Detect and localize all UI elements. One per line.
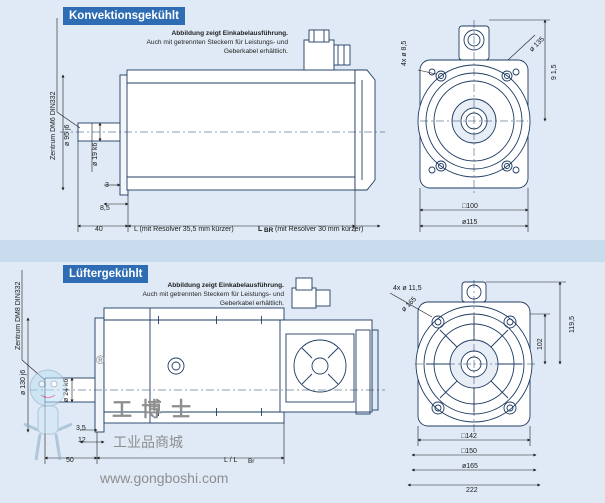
dim-d24: ø 24 k6 xyxy=(63,379,70,402)
side-screws xyxy=(155,316,265,416)
dim-holes: 4x ø 8,5 xyxy=(401,41,408,66)
dim-lbr: L xyxy=(258,226,263,233)
dim-length-sub: Br xyxy=(248,458,255,465)
dim-8-5: 8,5 xyxy=(100,205,110,212)
dim-102: 102 xyxy=(537,338,544,350)
watermark-subtitle: 工业品商城 xyxy=(113,434,183,450)
section-title-fan: Lüftergekühlt xyxy=(63,265,149,283)
cable-note-bottom: Abbildung zeigt Einkabelausführung. Auch… xyxy=(108,281,284,308)
cable-note-line2: Auch mit getrennten Steckern für Leistun… xyxy=(146,39,288,46)
motor-flange xyxy=(94,317,105,433)
dim-3: 3 xyxy=(105,182,109,189)
motor-body xyxy=(103,307,285,424)
watermark-reg: ® xyxy=(96,353,105,367)
dim-sq150: □150 xyxy=(461,448,477,455)
fan-grill xyxy=(293,339,347,393)
motor-body xyxy=(126,69,356,191)
watermark-url: www.gongboshi.com xyxy=(100,470,229,486)
dim-119-5: 119,5 xyxy=(569,316,576,333)
dim-222: 222 xyxy=(466,487,478,494)
dim-d130: ø 130 j6 xyxy=(20,370,27,395)
bolt-holes xyxy=(428,68,520,174)
dim-sq142: □142 xyxy=(461,433,477,440)
bolt-holes xyxy=(431,315,517,415)
dim-holes: 4x ø 11,5 xyxy=(393,285,422,292)
dim-length: L (mit Resolver 35,5 mm kürzer) xyxy=(134,226,234,233)
top-side-dimensions xyxy=(56,18,381,232)
motor-rear-cover xyxy=(354,69,376,191)
dim-d165: ø165 xyxy=(462,463,478,470)
dim-sq100: □100 xyxy=(462,203,478,210)
top-side-view xyxy=(60,29,385,196)
dim-zentrum: Zentrum DM8 DIN332 xyxy=(15,281,22,350)
dim-12: 12 xyxy=(78,437,86,444)
bottom-front-view xyxy=(415,280,535,435)
panel-separator xyxy=(0,240,605,262)
dim-50: 50 xyxy=(66,457,74,464)
section-title-convection: Konvektionsgekühlt xyxy=(63,7,185,25)
dim-lbr-rest: (mit Resolver 30 mm kürzer) xyxy=(275,226,363,233)
dim-3-5: 3,5 xyxy=(76,425,86,432)
watermark-mascot xyxy=(23,369,73,461)
connector-housing xyxy=(303,39,335,71)
dim-d19: ø 19 k6 xyxy=(92,143,99,166)
dim-d95: ø 95 j6 xyxy=(64,124,71,146)
connector-housing xyxy=(291,287,317,309)
bottom-side-view xyxy=(30,277,385,433)
cable-note-top: Abbildung zeigt Einkabelausführung. Auch… xyxy=(112,29,288,56)
cable-note-line3: Geberkabel erhältlich. xyxy=(223,48,288,55)
dim-d15: 9 1,5 xyxy=(551,64,558,80)
top-front-view xyxy=(417,20,531,195)
cable-note-line3: Geberkabel erhältlich. xyxy=(219,300,284,307)
dim-40: 40 xyxy=(95,226,103,233)
dim-d115: ø115 xyxy=(462,219,478,226)
cable-note-line1: Abbildung zeigt Einkabelausführung. xyxy=(171,30,289,37)
cable-note-line1: Abbildung zeigt Einkabelausführung. xyxy=(167,282,285,289)
dim-length: L / L xyxy=(224,457,237,464)
bottom-front-dimensions xyxy=(389,281,566,487)
dim-lbr-sub: BR xyxy=(264,227,274,234)
dim-zentrum: Zentrum DM6 DIN332 xyxy=(50,91,57,160)
top-front-dimensions xyxy=(417,19,550,232)
dim-d165-deg: ø 165 xyxy=(400,296,418,314)
cable-note-line2: Auch mit getrennten Steckern für Leistun… xyxy=(142,291,284,298)
watermark-brand: 工 博 士 xyxy=(112,399,194,421)
